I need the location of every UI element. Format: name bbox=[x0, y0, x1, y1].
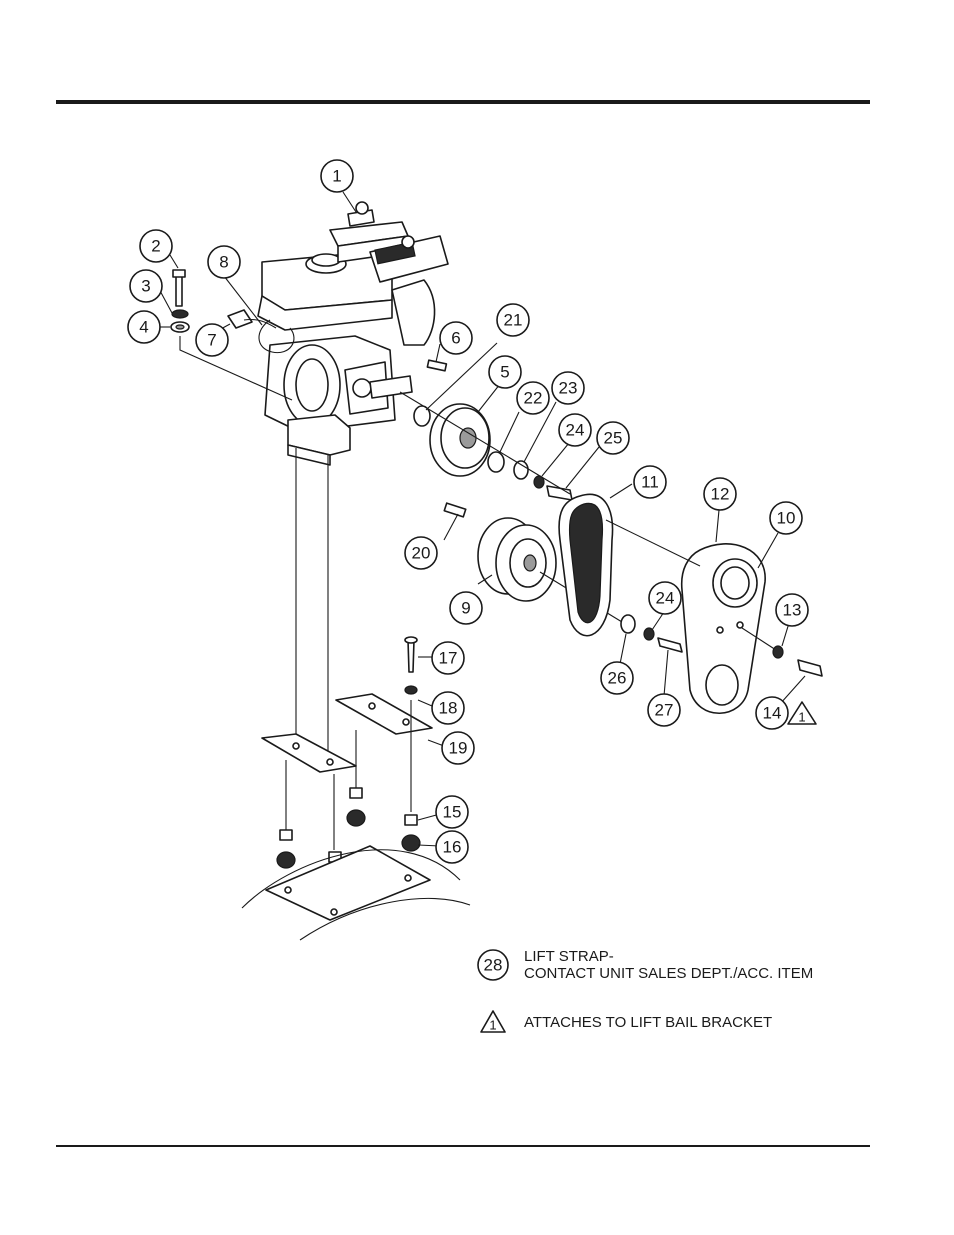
callout-15: 15 bbox=[436, 796, 468, 828]
guard-spacer-bolt bbox=[621, 615, 682, 652]
callout-7: 7 bbox=[196, 324, 228, 356]
svg-text:7: 7 bbox=[207, 331, 216, 350]
svg-text:2: 2 bbox=[151, 237, 160, 256]
callout-22: 22 bbox=[517, 382, 549, 414]
svg-text:1: 1 bbox=[798, 710, 805, 725]
svg-text:26: 26 bbox=[608, 669, 627, 688]
pulley-key bbox=[444, 503, 465, 517]
drive-belt bbox=[559, 494, 612, 635]
svg-text:1: 1 bbox=[489, 1018, 496, 1033]
svg-text:25: 25 bbox=[604, 429, 623, 448]
svg-text:18: 18 bbox=[439, 699, 458, 718]
callout-11: 11 bbox=[634, 466, 666, 498]
svg-text:21: 21 bbox=[504, 311, 523, 330]
svg-text:15: 15 bbox=[443, 803, 462, 822]
svg-text:16: 16 bbox=[443, 838, 462, 857]
callout-18: 18 bbox=[432, 692, 464, 724]
callout-21: 21 bbox=[497, 304, 529, 336]
svg-text:4: 4 bbox=[139, 318, 148, 337]
callout-2: 2 bbox=[140, 230, 172, 262]
svg-text:10: 10 bbox=[777, 509, 796, 528]
callout-25: 25 bbox=[597, 422, 629, 454]
svg-text:23: 23 bbox=[559, 379, 578, 398]
svg-text:1: 1 bbox=[332, 167, 341, 186]
svg-text:5: 5 bbox=[500, 363, 509, 382]
mount-plates bbox=[242, 448, 470, 940]
lift-strap-contact: CONTACT UNIT SALES DEPT./ACC. ITEM bbox=[524, 965, 813, 982]
callout-1: 1 bbox=[321, 160, 353, 192]
svg-text:20: 20 bbox=[412, 544, 431, 563]
svg-text:14: 14 bbox=[763, 704, 782, 723]
callout-26: 26 bbox=[601, 662, 633, 694]
callout-3: 3 bbox=[130, 270, 162, 302]
callout-leaders bbox=[156, 192, 805, 846]
svg-text:28: 28 bbox=[484, 956, 503, 975]
legend-lift-strap-bubble: 28 bbox=[478, 950, 508, 980]
svg-text:13: 13 bbox=[783, 601, 802, 620]
callout-14-triangle: 1 bbox=[788, 702, 816, 725]
callout-14: 14 bbox=[756, 697, 788, 729]
svg-text:9: 9 bbox=[461, 599, 470, 618]
svg-text:19: 19 bbox=[449, 739, 468, 758]
callout-10: 10 bbox=[770, 502, 802, 534]
callout-27: 27 bbox=[648, 694, 680, 726]
callout-4: 4 bbox=[128, 311, 160, 343]
svg-text:22: 22 bbox=[524, 389, 543, 408]
svg-text:12: 12 bbox=[711, 485, 730, 504]
callout-24-upper: 24 bbox=[559, 414, 591, 446]
callout-17: 17 bbox=[432, 642, 464, 674]
callout-13: 13 bbox=[776, 594, 808, 626]
bracket-note: ATTACHES TO LIFT BAIL BRACKET bbox=[524, 1014, 772, 1031]
callout-19: 19 bbox=[442, 732, 474, 764]
callout-16: 16 bbox=[436, 831, 468, 863]
callout-23: 23 bbox=[552, 372, 584, 404]
svg-text:27: 27 bbox=[655, 701, 674, 720]
svg-text:3: 3 bbox=[141, 277, 150, 296]
svg-text:6: 6 bbox=[451, 329, 460, 348]
svg-text:17: 17 bbox=[439, 649, 458, 668]
svg-text:11: 11 bbox=[641, 473, 659, 492]
lift-strap-title: LIFT STRAP- bbox=[524, 948, 614, 965]
svg-text:24: 24 bbox=[566, 421, 585, 440]
legend-bracket-triangle: 1 bbox=[481, 1011, 505, 1033]
callout-12: 12 bbox=[704, 478, 736, 510]
callout-8: 8 bbox=[208, 246, 240, 278]
callout-20: 20 bbox=[405, 537, 437, 569]
shaft-key bbox=[427, 360, 446, 371]
svg-text:24: 24 bbox=[656, 589, 675, 608]
svg-text:8: 8 bbox=[219, 253, 228, 272]
callout-6: 6 bbox=[440, 322, 472, 354]
callout-24-lower: 24 bbox=[649, 582, 681, 614]
callout-5: 5 bbox=[489, 356, 521, 388]
callout-9: 9 bbox=[450, 592, 482, 624]
